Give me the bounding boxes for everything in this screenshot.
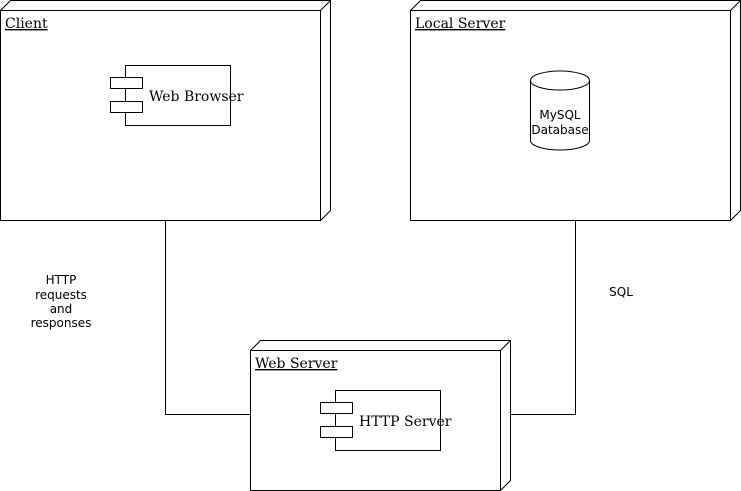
component-icon-tab [110,101,143,113]
component-http-server[interactable]: HTTP Server [320,390,452,451]
edge-label-line: and [50,302,73,316]
connector-localserver-webserver [500,220,576,415]
database-mysql[interactable]: MySQL Database [530,70,590,151]
component-icon-tab [320,402,353,414]
database-label-line1: MySQL [539,108,581,122]
node-local-server-title: Local Server [415,16,506,32]
database-label-line2: Database [531,123,588,137]
connector-client-webserver [165,220,250,415]
edge-label-http: HTTP requests and responses [31,273,92,330]
edge-label-sql: SQL [609,285,633,299]
component-icon-tab [110,77,143,89]
edge-label-line: HTTP [46,273,77,287]
node-local-server[interactable]: Local Server [410,0,741,221]
component-icon-tab [320,426,353,438]
edge-label-line: requests [35,288,87,302]
edge-label-line: responses [31,316,92,330]
node-web-server-title: Web Server [255,356,338,372]
component-web-browser[interactable]: Web Browser [110,65,244,126]
component-web-browser-label: Web Browser [149,89,244,105]
node-client-title: Client [5,16,48,32]
component-http-server-label: HTTP Server [359,414,452,430]
